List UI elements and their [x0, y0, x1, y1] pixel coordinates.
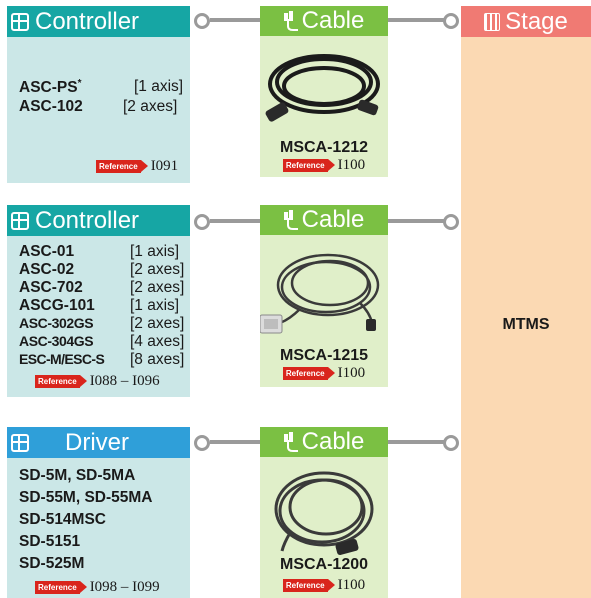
plug-icon — [283, 432, 298, 452]
cable-panel-1: Cable MSCA-1212 Reference I100 — [260, 6, 388, 177]
cable-header: Cable — [260, 427, 388, 457]
stage-icon — [484, 12, 501, 31]
model-name: SD-514MSC — [19, 511, 106, 528]
cable-model: MSCA-1215 — [279, 347, 369, 364]
cable-title: Cable — [301, 428, 365, 455]
model-axes: [1 axis] — [130, 297, 180, 314]
cable-title: Cable — [301, 7, 365, 34]
controller-title: Controller — [35, 206, 140, 234]
reference-link[interactable]: Reference I100 — [260, 365, 388, 382]
model-name: ASC-01 — [19, 243, 75, 260]
reference-pages: I100 — [337, 577, 366, 593]
grid-icon — [11, 211, 29, 230]
reference-link[interactable]: Reference I100 — [260, 577, 388, 594]
reference-tag: Reference — [35, 375, 87, 388]
connector-line — [210, 219, 260, 223]
reference-tag: Reference — [35, 581, 87, 594]
ring-connector-icon — [194, 435, 210, 451]
grid-icon — [11, 433, 29, 452]
reference-pages: I100 — [337, 365, 366, 381]
controller-panel-1: Controller ASC-PS* [1 axis] ASC-102 [2 a… — [7, 6, 190, 183]
cable-model: MSCA-1212 — [279, 139, 369, 156]
model-name: ASC-PS* — [19, 78, 82, 97]
reference-pages: I091 — [150, 158, 179, 174]
reference-tag: Reference — [96, 160, 148, 173]
stage-column — [461, 6, 591, 598]
driver-header: Driver — [7, 427, 190, 458]
connector-line — [210, 18, 260, 22]
reference-pages: I098 – I099 — [89, 579, 160, 595]
reference-link[interactable]: Reference I100 — [260, 157, 388, 174]
driver-title: Driver — [65, 428, 129, 456]
controller-header: Controller — [7, 6, 190, 37]
reference-link[interactable]: Reference I091 — [96, 158, 178, 175]
ring-connector-icon — [194, 13, 210, 29]
ring-connector-icon — [443, 214, 459, 230]
model-axes: [8 axes] — [130, 351, 185, 368]
reference-tag: Reference — [282, 159, 335, 172]
reference-link[interactable]: Reference I088 – I096 — [35, 373, 160, 390]
reference-pages: I100 — [337, 157, 366, 173]
model-axes: [2 axes] — [130, 315, 185, 332]
model-axes: [4 axes] — [130, 333, 185, 350]
cable-model: MSCA-1200 — [279, 556, 369, 573]
controller-header: Controller — [7, 205, 190, 236]
model-axes: [2 axes] — [130, 261, 185, 278]
model-name: ASC-302GS — [19, 315, 94, 331]
controller-panel-2: Controller ASC-01 [1 axis] ASC-02 [2 axe… — [7, 205, 190, 397]
reference-pages: I088 – I096 — [89, 373, 160, 389]
driver-panel: Driver SD-5M, SD-5MA SD-55M, SD-55MA SD-… — [7, 427, 190, 598]
reference-tag: Reference — [282, 367, 335, 380]
model-axes: [1 axis] — [130, 243, 180, 260]
cable-image — [274, 471, 374, 555]
cable-panel-3: Cable MSCA-1200 Reference I100 — [260, 427, 388, 598]
reference-link[interactable]: Reference I098 – I099 — [35, 579, 160, 596]
model-name: ESC-M/ESC-S — [19, 351, 105, 367]
plug-icon — [283, 210, 298, 230]
model-name: ASC-102 — [19, 98, 83, 115]
connector-line — [388, 219, 446, 223]
plug-icon — [283, 11, 298, 31]
model-name: SD-5M, SD-5MA — [19, 467, 136, 484]
cable-image — [260, 253, 380, 334]
grid-icon — [11, 12, 29, 31]
stage-model: MTMS — [502, 316, 550, 333]
stage-header: Stage — [461, 6, 591, 37]
controller-title: Controller — [35, 7, 140, 35]
reference-tag: Reference — [282, 579, 335, 592]
ring-connector-icon — [194, 214, 210, 230]
connector-line — [388, 18, 446, 22]
model-name: ASC-02 — [19, 261, 75, 278]
stage-title: Stage — [505, 7, 568, 35]
cable-title: Cable — [301, 206, 365, 233]
model-axes: [2 axes] — [123, 98, 178, 115]
cable-header: Cable — [260, 205, 388, 235]
ring-connector-icon — [443, 13, 459, 29]
ring-connector-icon — [443, 435, 459, 451]
model-name: SD-55M, SD-55MA — [19, 489, 153, 506]
model-axes: [1 axis] — [134, 78, 184, 95]
cable-panel-2: Cable MSCA-1215 Reference I100 — [260, 205, 388, 387]
connector-line — [388, 440, 446, 444]
model-name: ASCG-101 — [19, 297, 95, 314]
model-axes: [2 axes] — [130, 279, 185, 296]
connector-line — [210, 440, 260, 444]
cable-image — [265, 54, 380, 122]
model-name: SD-525M — [19, 555, 85, 572]
cable-header: Cable — [260, 6, 388, 36]
model-name: ASC-304GS — [19, 333, 94, 349]
model-name: ASC-702 — [19, 279, 83, 296]
model-name: SD-5151 — [19, 533, 81, 550]
